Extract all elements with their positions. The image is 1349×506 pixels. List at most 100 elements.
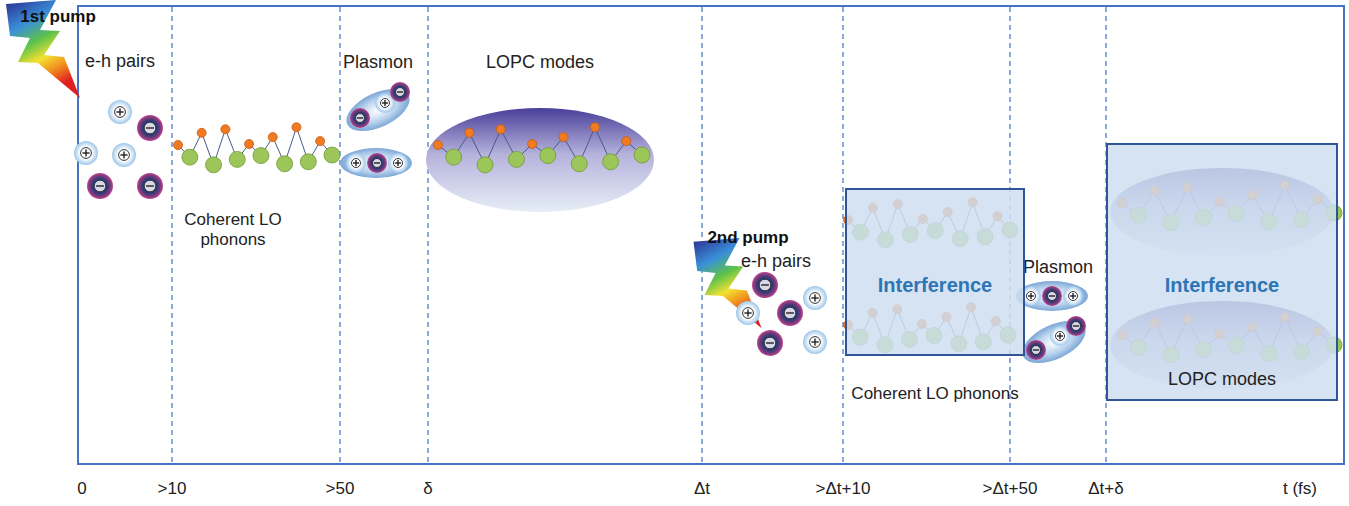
charge-ball <box>1063 286 1083 306</box>
stage-label: 2nd pump <box>707 228 788 248</box>
heavy-atom <box>540 148 556 164</box>
electron <box>137 115 163 141</box>
charge-ring <box>784 307 796 319</box>
electron <box>137 173 163 199</box>
heavy-atom <box>206 157 222 173</box>
outer-frame <box>78 6 1344 464</box>
charge-ring <box>115 107 126 118</box>
hole <box>108 100 132 124</box>
hole <box>74 141 98 165</box>
light-atom <box>622 137 631 146</box>
phonon-chain <box>434 123 651 173</box>
charge-ball <box>803 330 827 354</box>
heavy-atom <box>229 151 245 167</box>
charge-ball <box>390 82 410 102</box>
box-caption: LOPC modes <box>1168 369 1276 390</box>
lopc-cloud <box>426 108 654 212</box>
charge-ring <box>396 88 405 97</box>
light-atom <box>245 139 254 148</box>
charge-sign <box>397 160 398 166</box>
hole <box>803 286 827 310</box>
charge-sign <box>85 149 86 156</box>
charge-sign <box>766 342 774 343</box>
electron <box>1026 340 1046 360</box>
electron <box>87 173 113 199</box>
heavy-atom <box>634 147 650 163</box>
charge-sign <box>357 117 363 118</box>
stage-label: e-h pairs <box>85 51 155 73</box>
time-tick: δ <box>423 479 432 499</box>
charge-sign <box>814 338 815 345</box>
charge-ring <box>1027 292 1036 301</box>
hole <box>803 330 827 354</box>
hole <box>346 153 366 173</box>
hole <box>112 143 136 167</box>
electron <box>367 153 387 173</box>
plasmon-cloud <box>340 148 412 178</box>
charge-ball <box>1042 286 1062 306</box>
charge-ball <box>803 286 827 310</box>
heavy-atom <box>277 156 293 172</box>
hole <box>388 153 408 173</box>
charge-ball <box>1066 316 1086 336</box>
charge-sign <box>1033 349 1039 350</box>
charge-ring <box>373 159 382 168</box>
phonon-chain <box>174 123 341 173</box>
charge-ring <box>1069 292 1078 301</box>
charge-ring <box>394 159 403 168</box>
light-atom <box>174 141 183 150</box>
charge-ring <box>1056 332 1065 341</box>
charge-ball <box>736 301 760 325</box>
charge-ring <box>759 279 771 291</box>
electron <box>390 82 410 102</box>
charge-ball <box>87 173 113 199</box>
charge-sign <box>119 108 120 115</box>
time-markers <box>172 7 1106 463</box>
charge-ball <box>137 115 163 141</box>
charge-sign <box>814 294 815 301</box>
charge-ring <box>810 337 821 348</box>
hole <box>1063 286 1083 306</box>
light-atom <box>316 137 325 146</box>
stage-label: Plasmon <box>343 52 413 74</box>
charge-sign <box>786 312 794 313</box>
charge-ring <box>1032 346 1041 355</box>
plasmon-cloud <box>1016 312 1092 372</box>
box-heading: Interference <box>878 274 993 297</box>
box-caption: Coherent LO phonons <box>851 384 1018 404</box>
light-atom <box>292 123 301 132</box>
charge-ball <box>367 153 387 173</box>
charge-ball <box>74 141 98 165</box>
charge-ball <box>1026 340 1046 360</box>
charge-sign <box>384 100 385 106</box>
heavy-atom <box>508 151 524 167</box>
charge-ball <box>346 153 366 173</box>
stage-label: 1st pump <box>20 7 96 27</box>
light-atom <box>434 141 443 150</box>
charge-sign <box>1030 293 1031 299</box>
heavy-atom <box>446 149 462 165</box>
light-atom <box>197 128 206 137</box>
electron <box>350 108 370 128</box>
time-tick: t (fs) <box>1283 479 1317 499</box>
electron <box>757 330 783 356</box>
charge-sign <box>146 185 154 186</box>
heavy-atom <box>182 149 198 165</box>
box-heading: Interference <box>1165 274 1280 297</box>
time-tick: >Δt+50 <box>983 479 1038 499</box>
heavy-atom <box>324 147 340 163</box>
charge-ring <box>1072 322 1081 331</box>
plasmon-cloud <box>1016 281 1088 311</box>
charge-sign <box>355 160 356 166</box>
charge-ball <box>112 143 136 167</box>
time-tick: >Δt+10 <box>816 479 871 499</box>
electron <box>1066 316 1086 336</box>
charge-sign <box>1073 325 1079 326</box>
heavy-atom <box>300 154 316 170</box>
light-atom <box>465 128 474 137</box>
light-atom <box>221 125 230 134</box>
charge-ring <box>743 308 754 319</box>
light-atom <box>559 133 568 142</box>
charge-ball <box>757 330 783 356</box>
